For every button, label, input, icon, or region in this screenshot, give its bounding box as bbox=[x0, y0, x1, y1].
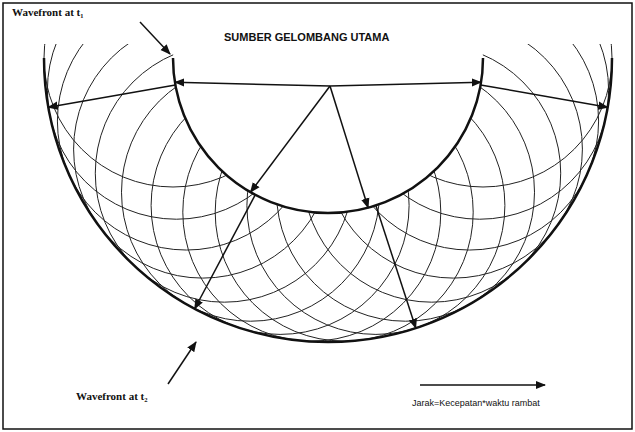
wavefront-label: Wavefront at t₂ bbox=[74, 390, 150, 403]
wavefront-label: Wavefront at t₁ bbox=[10, 6, 86, 19]
arrow bbox=[175, 82, 330, 86]
arrow bbox=[376, 205, 416, 328]
arrow bbox=[168, 342, 196, 384]
arrow bbox=[140, 22, 170, 54]
wavelet-circle bbox=[44, 0, 302, 187]
arrows bbox=[48, 22, 607, 385]
distance-note: Jarak=Kecepatan*waktu rambat bbox=[410, 398, 542, 408]
arrow bbox=[251, 86, 331, 192]
arrow bbox=[481, 85, 608, 107]
arrow bbox=[48, 85, 175, 107]
arrow bbox=[195, 195, 256, 309]
wavefront-t2 bbox=[44, 58, 612, 342]
wavelet-circle bbox=[122, 63, 380, 321]
frame bbox=[3, 3, 632, 429]
arrow bbox=[420, 384, 545, 386]
wavefront-t1 bbox=[173, 58, 483, 213]
arrow bbox=[330, 82, 481, 86]
source-label: SUMBER GELOMBANG UTAMA bbox=[222, 31, 391, 44]
wavelet-circle bbox=[354, 0, 612, 187]
secondary-wavelets bbox=[44, 0, 612, 341]
arrow bbox=[330, 86, 368, 208]
